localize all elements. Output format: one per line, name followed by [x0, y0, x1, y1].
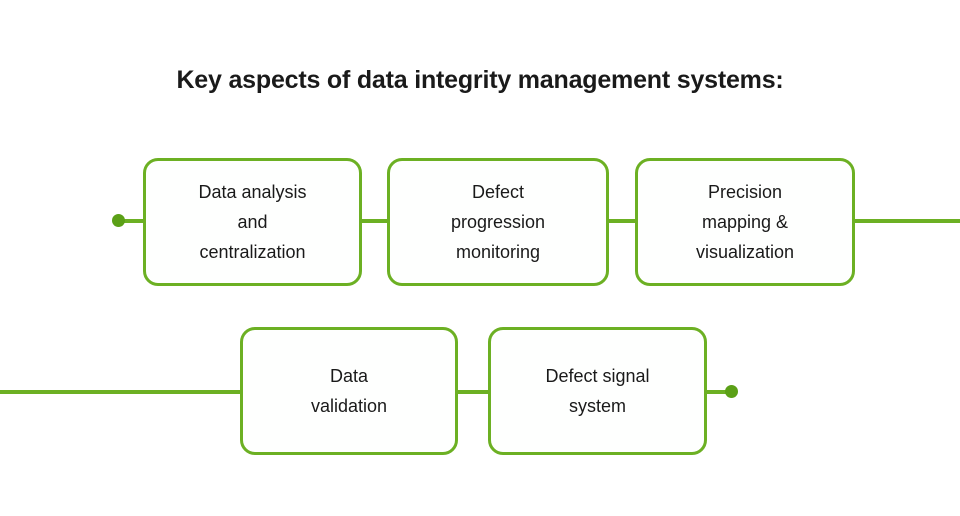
flow-node-precision-mapping-and-visualization[interactable]: Precision mapping & visualization — [635, 158, 855, 286]
connector-node-4-to-node-5 — [455, 390, 491, 394]
connector-node-5-to-end — [704, 390, 732, 394]
connector-node-3-to-right-edge — [852, 219, 960, 223]
terminal-dot-end — [725, 385, 738, 398]
flow-node-label: Data analysis and centralization — [198, 182, 307, 262]
terminal-dot-start — [112, 214, 125, 227]
connector-left-edge-to-node-4 — [0, 390, 243, 394]
flow-node-defect-signal-system[interactable]: Defect signal system — [488, 327, 707, 455]
page-title: Key aspects of data integrity management… — [176, 66, 784, 94]
flow-node-label: Data validation — [310, 366, 388, 416]
flow-node-defect-progression-monitoring[interactable]: Defect progression monitoring — [387, 158, 609, 286]
flow-node-label: Defect progression monitoring — [450, 182, 546, 262]
flow-node-label: Defect signal system — [545, 366, 650, 416]
connector-node-1-to-node-2 — [359, 219, 390, 223]
flow-node-label: Precision mapping & visualization — [695, 182, 795, 262]
connector-node-2-to-node-3 — [606, 219, 638, 223]
flow-node-data-validation[interactable]: Data validation — [240, 327, 458, 455]
connector-start-to-node-1 — [118, 219, 148, 223]
flow-node-data-analysis-and-centralization[interactable]: Data analysis and centralization — [143, 158, 362, 286]
